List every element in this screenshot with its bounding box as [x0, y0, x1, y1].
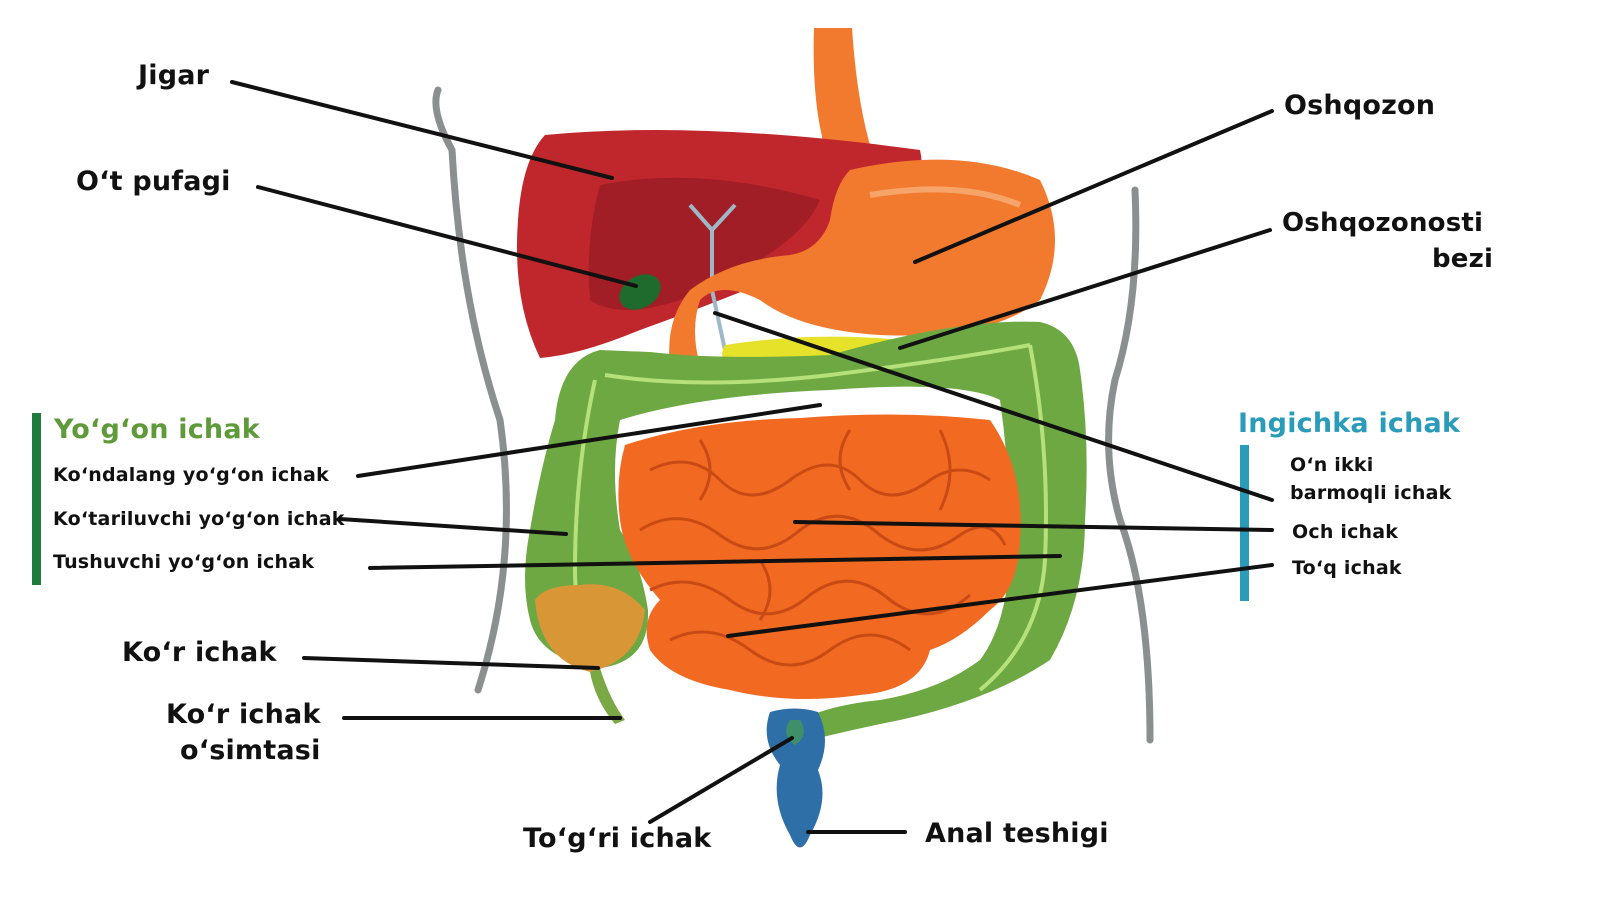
appendix — [590, 668, 625, 724]
label-togri-ichak: To‘g‘ri ichak — [523, 823, 712, 854]
leader-kor-ichak — [302, 656, 600, 670]
leader-duodenum — [713, 311, 1274, 502]
leader-toq-ichak — [726, 563, 1274, 638]
label-duodenum-line1: O‘n ikki — [1290, 454, 1374, 476]
large-intestine-heading: Yo‘g‘on ichak — [54, 414, 260, 445]
large-intestine-accent-bar — [32, 413, 41, 585]
label-jigar: Jigar — [138, 60, 210, 91]
small-intestine-heading: Ingichka ichak — [1238, 408, 1461, 439]
leader-och-ichak — [793, 520, 1274, 532]
label-och-ichak: Och ichak — [1292, 521, 1399, 543]
leader-oshqozon — [913, 109, 1274, 264]
label-kor-ichak-osimtasi-line2: o‘simtasi — [180, 735, 321, 766]
leader-kotariluvchi — [338, 517, 568, 536]
label-oshqozonosti-line2: bezi — [1432, 244, 1494, 274]
leader-kondalang — [356, 403, 822, 478]
label-kotariluvchi: Ko‘tariluvchi yo‘g‘on ichak — [53, 508, 345, 530]
label-kondalang: Ko‘ndalang yo‘g‘on ichak — [53, 464, 329, 486]
label-oshqozonosti-line1: Oshqozonosti — [1282, 208, 1484, 238]
label-duodenum-line2: barmoqli ichak — [1290, 482, 1452, 504]
label-toq-ichak: To‘q ichak — [1292, 557, 1402, 579]
label-anal-teshigi: Anal teshigi — [925, 818, 1109, 849]
stomach — [669, 159, 1055, 365]
label-tushuvchi: Tushuvchi yo‘g‘on ichak — [53, 551, 315, 573]
leader-togri-ichak — [648, 736, 794, 824]
stomach-highlight — [869, 186, 1022, 208]
leader-tushuvchi — [368, 554, 1062, 570]
large-intestine — [525, 321, 1087, 745]
label-ot-pufagi: O‘t pufagi — [76, 166, 231, 197]
leader-lines — [230, 80, 1274, 834]
label-kor-ichak-osimtasi-line1: Ko‘r ichak — [166, 699, 321, 730]
small-intestine-accent-bar — [1240, 445, 1249, 601]
leader-ot-pufagi — [256, 185, 638, 288]
label-kor-ichak: Ko‘r ichak — [122, 637, 277, 668]
leader-jigar — [230, 80, 614, 180]
leader-oshqozonosti — [898, 228, 1272, 350]
cecum — [535, 584, 645, 672]
label-oshqozon: Oshqozon — [1284, 90, 1436, 121]
